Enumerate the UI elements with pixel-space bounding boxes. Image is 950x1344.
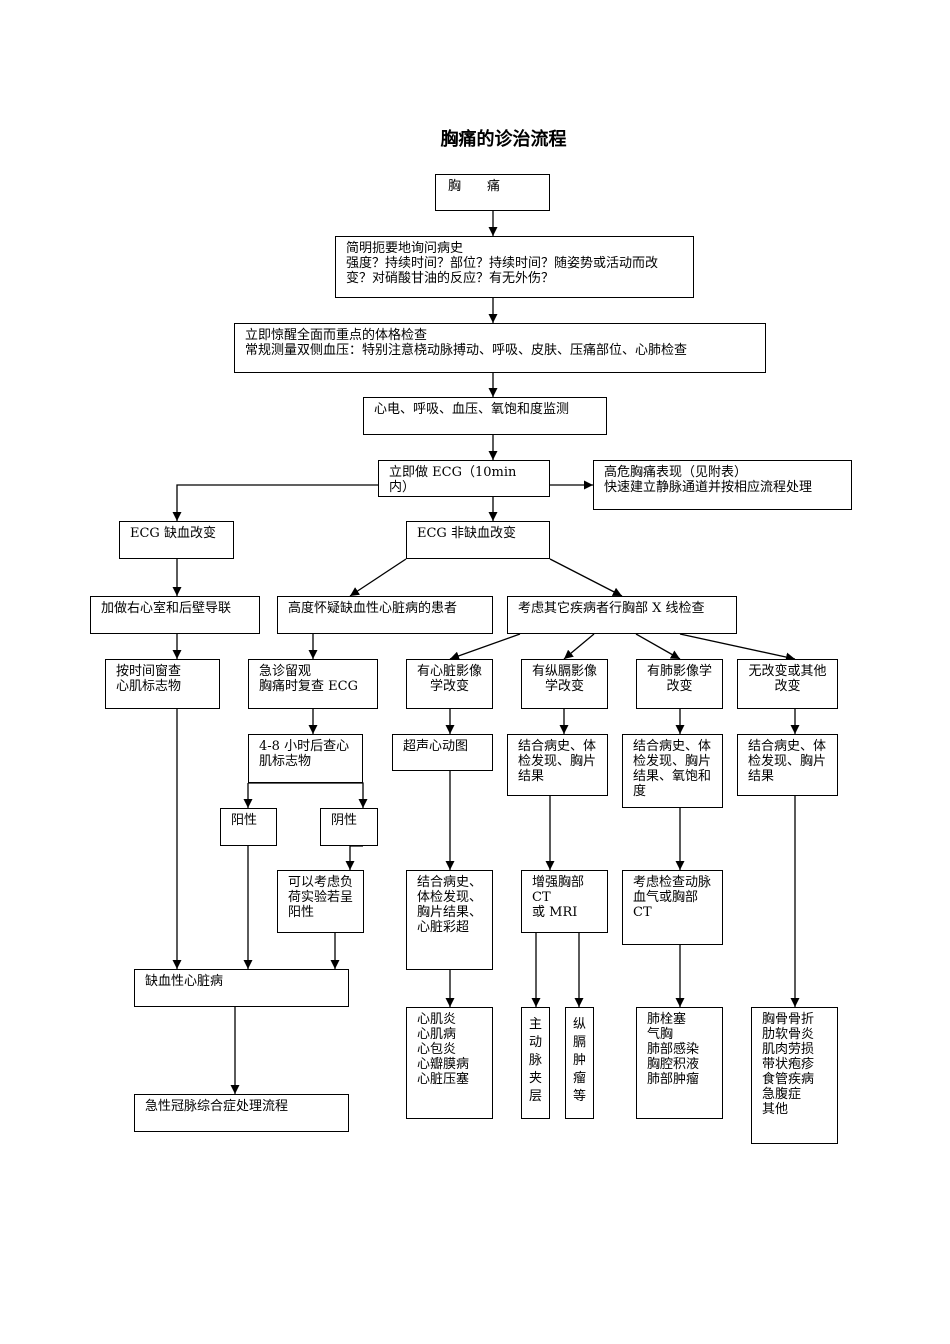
right-posterior-leads-box: 加做右心室和后壁导联 (90, 596, 260, 634)
mediastinal-imaging-box: 有纵膈影像学改变 (521, 659, 608, 709)
enhanced-ct-box: 增强胸部 CT 或 MRI (521, 870, 608, 933)
monitoring-box: 心电、呼吸、血压、氧饱和度监测 (363, 397, 607, 435)
high-risk-box: 高危胸痛表现（见附表） 快速建立静脉通道并按相应流程处理 (593, 460, 852, 510)
lung-diagnoses-box: 肺栓塞 气胸 肺部感染 胸腔积液 肺部肿瘤 (636, 1007, 723, 1119)
aortic-dissection-box: 主 动 脉 夹 层 (521, 1007, 550, 1119)
history-box: 简明扼要地询问病史 强度？持续时间？部位？持续时间？随姿势或活动而改变？对硝酸甘… (335, 236, 694, 298)
ecg-ischemic-box: ECG 缺血改变 (119, 521, 234, 559)
physical-exam-box: 立即惊醒全面而重点的体格检查 常规测量双侧血压：特别注意桡动脉搏动、呼吸、皮肤、… (234, 323, 766, 373)
mediastinal-combine-box: 结合病史、体检发现、胸片结果 (507, 734, 608, 796)
mediastinal-tumor-box: 纵 膈 肿 瘤 等 (565, 1007, 594, 1119)
lung-imaging-box: 有肺影像学改变 (636, 659, 723, 709)
ecg-non-ischemic-box: ECG 非缺血改变 (406, 521, 550, 559)
ihd-box: 缺血性心脏病 (134, 969, 349, 1007)
no-change-box: 无改变或其他改变 (737, 659, 838, 709)
negative-box: 阴性 (320, 808, 378, 846)
blood-gas-ct-box: 考虑检查动脉血气或胸部 CT (622, 870, 723, 945)
positive-box: 阳性 (220, 808, 277, 846)
chest-pain-box: 胸 痛 (435, 174, 550, 211)
cardiac-diagnoses-box: 心肌炎 心肌病 心包炎 心瓣膜病 心脏压塞 (406, 1007, 493, 1119)
markers-4-8h-box: 4-8 小时后查心肌标志物 (248, 734, 363, 783)
ecg-box: 立即做 ECG（10min 内） (378, 460, 550, 497)
er-observation-box: 急诊留观 胸痛时复查 ECG (248, 659, 378, 709)
lung-combine-box: 结合病史、体检发现、胸片结果、氧饱和度 (622, 734, 723, 808)
other-combine-box: 结合病史、体检发现、胸片结果 (737, 734, 838, 796)
page-title: 胸痛的诊治流程 (440, 129, 567, 150)
consider-other-box: 考虑其它疾病者行胸部 X 线检查 (507, 596, 737, 634)
other-diagnoses-box: 胸骨骨折 肋软骨炎 肌肉劳损 带状疱疹 食管疾病 急腹症 其他 (751, 1007, 838, 1144)
acs-box: 急性冠脉综合症处理流程 (134, 1094, 349, 1132)
cardiac-markers-box: 按时间窗查 心肌标志物 (105, 659, 220, 709)
suspect-ihd-box: 高度怀疑缺血性心脏病的患者 (277, 596, 493, 634)
cardiac-combine-box: 结合病史、体检发现、胸片结果、心脏彩超 (406, 870, 493, 970)
cardiac-imaging-box: 有心脏影像学改变 (406, 659, 493, 709)
stress-test-box: 可以考虑负荷实验若呈阳性 (277, 870, 364, 933)
echo-box: 超声心动图 (392, 734, 493, 771)
